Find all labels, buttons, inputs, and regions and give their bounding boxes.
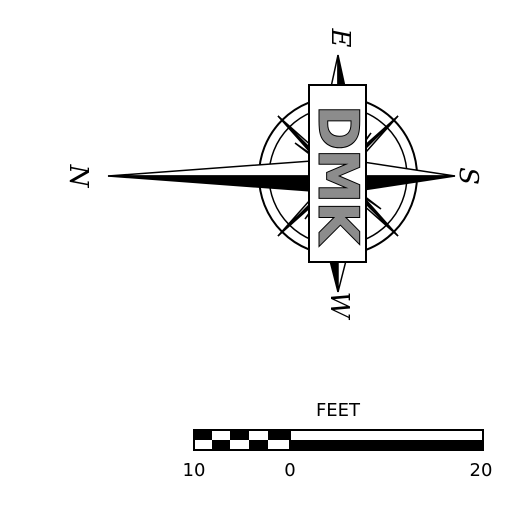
scale-tick-label-zero: 0 xyxy=(284,460,295,481)
compass-rose: DMK N E S W xyxy=(63,28,483,321)
south-label: S xyxy=(453,167,483,185)
compass-north-needle xyxy=(107,159,340,193)
compass-south-point xyxy=(336,159,456,193)
west-label: W xyxy=(324,292,354,321)
logo-box xyxy=(308,84,367,263)
scale-bar: FEET 10 0 20 xyxy=(183,400,493,481)
logo-text: DMK xyxy=(307,105,370,246)
scale-bar-checker xyxy=(194,430,290,450)
scale-unit-label: FEET xyxy=(316,400,361,421)
east-label: E xyxy=(325,28,355,48)
scale-tick-label-right: 20 xyxy=(470,460,493,481)
scale-bar-right-band xyxy=(290,440,483,450)
scale-tick-label-left: 10 xyxy=(183,460,206,481)
north-label: N xyxy=(63,164,93,189)
